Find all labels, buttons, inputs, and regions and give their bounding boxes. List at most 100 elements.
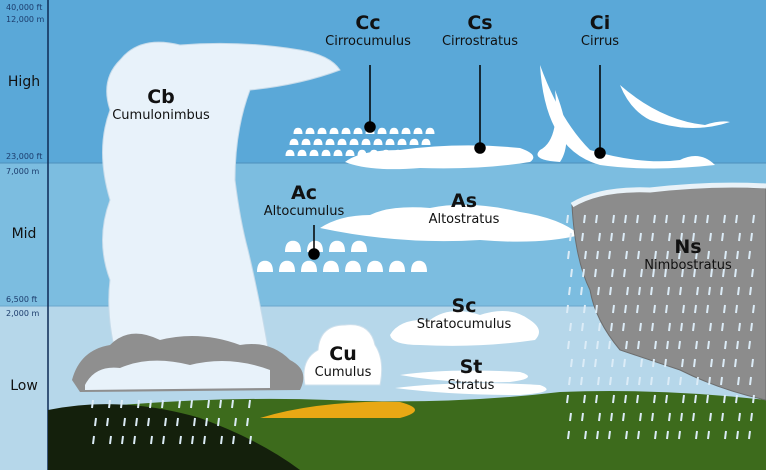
raindrop xyxy=(693,268,696,278)
raindrop xyxy=(581,232,584,242)
raindrop xyxy=(639,232,642,242)
raindrop xyxy=(203,435,206,445)
raindrop xyxy=(161,399,164,409)
raindrop xyxy=(707,430,710,440)
raindrop xyxy=(108,399,111,409)
raindrop xyxy=(696,286,699,296)
raindrop xyxy=(219,399,222,409)
cloudlet xyxy=(289,138,299,145)
raindrop xyxy=(231,399,234,409)
cloudlet xyxy=(293,127,303,134)
raindrop xyxy=(639,412,642,422)
raindrop xyxy=(609,286,612,296)
cloudlet xyxy=(285,240,301,252)
raindrop xyxy=(654,340,657,350)
raindrop xyxy=(193,417,196,427)
raindrop xyxy=(121,435,124,445)
raindrop xyxy=(567,340,570,350)
raindrop xyxy=(692,412,695,422)
cloudlet xyxy=(385,138,395,145)
raindrop xyxy=(637,340,640,350)
cloud-name: Altostratus xyxy=(428,212,500,227)
sand-patch xyxy=(260,401,415,418)
cloud-abbr: Ns xyxy=(674,236,702,258)
raindrop xyxy=(570,268,573,278)
raindrop xyxy=(179,435,182,445)
cloudlet xyxy=(409,138,419,145)
raindrop xyxy=(721,322,724,332)
raindrop xyxy=(566,214,569,224)
raindrop xyxy=(582,268,585,278)
raindrop xyxy=(246,417,249,427)
raindrop xyxy=(205,417,208,427)
band-label-high: High xyxy=(7,74,41,90)
raindrop xyxy=(707,250,710,260)
cloud-name: Altocumulus xyxy=(263,204,345,219)
raindrop xyxy=(668,412,671,422)
raindrop xyxy=(720,286,723,296)
cloud-name: Cirrocumulus xyxy=(325,34,411,49)
cloudlet xyxy=(345,149,355,156)
raindrop xyxy=(748,250,751,260)
raindrop xyxy=(594,268,597,278)
raindrop xyxy=(217,417,220,427)
raindrop xyxy=(749,286,752,296)
band-label-low: Low xyxy=(10,378,38,394)
raindrop xyxy=(736,430,739,440)
raindrop xyxy=(682,394,685,404)
raindrop xyxy=(679,286,682,296)
raindrop xyxy=(598,232,601,242)
raindrop xyxy=(164,417,167,427)
cloudlet xyxy=(349,138,359,145)
cloudlet xyxy=(323,260,339,272)
cloud-abbr: Cc xyxy=(355,12,381,34)
cloud-name: Cumulonimbus xyxy=(112,108,210,123)
raindrop xyxy=(149,399,152,409)
raindrop xyxy=(636,394,639,404)
raindrop xyxy=(569,322,572,332)
raindrop xyxy=(567,250,570,260)
cloudlet xyxy=(411,260,427,272)
raindrop xyxy=(694,304,697,314)
raindrop xyxy=(735,214,738,224)
cloud-abbr: As xyxy=(450,190,478,212)
raindrop xyxy=(162,435,165,445)
altitude-label: 2,000 m xyxy=(6,309,40,318)
raindrop xyxy=(249,435,252,445)
altitude-label: 40,000 ft xyxy=(6,3,43,12)
cloudlet xyxy=(337,138,347,145)
raindrop xyxy=(694,394,697,404)
raindrop xyxy=(750,322,753,332)
cloudlet xyxy=(309,149,319,156)
raindrop xyxy=(568,376,571,386)
cloudlet xyxy=(313,138,323,145)
cirrostratus-cloud xyxy=(345,145,534,170)
raindrop xyxy=(150,435,153,445)
raindrop xyxy=(709,232,712,242)
raindrop xyxy=(654,250,657,260)
raindrop xyxy=(724,250,727,260)
cloudlet xyxy=(397,138,407,145)
raindrop xyxy=(626,286,629,296)
cloud-name: Cirrus xyxy=(580,34,620,49)
raindrop xyxy=(623,358,626,368)
raindrop xyxy=(640,268,643,278)
raindrop xyxy=(623,268,626,278)
raindrop xyxy=(596,250,599,260)
raindrop xyxy=(651,412,654,422)
raindrop xyxy=(682,214,685,224)
raindrop xyxy=(667,286,670,296)
raindrop xyxy=(611,268,614,278)
raindrop xyxy=(721,232,724,242)
raindrop xyxy=(720,376,723,386)
raindrop xyxy=(680,232,683,242)
cloudlet xyxy=(257,260,273,272)
raindrop xyxy=(678,250,681,260)
cloud-name: Stratocumulus xyxy=(416,317,512,332)
raindrop xyxy=(622,232,625,242)
raindrop xyxy=(681,268,684,278)
cloud-abbr: Ac xyxy=(291,182,317,204)
raindrop xyxy=(106,417,109,427)
